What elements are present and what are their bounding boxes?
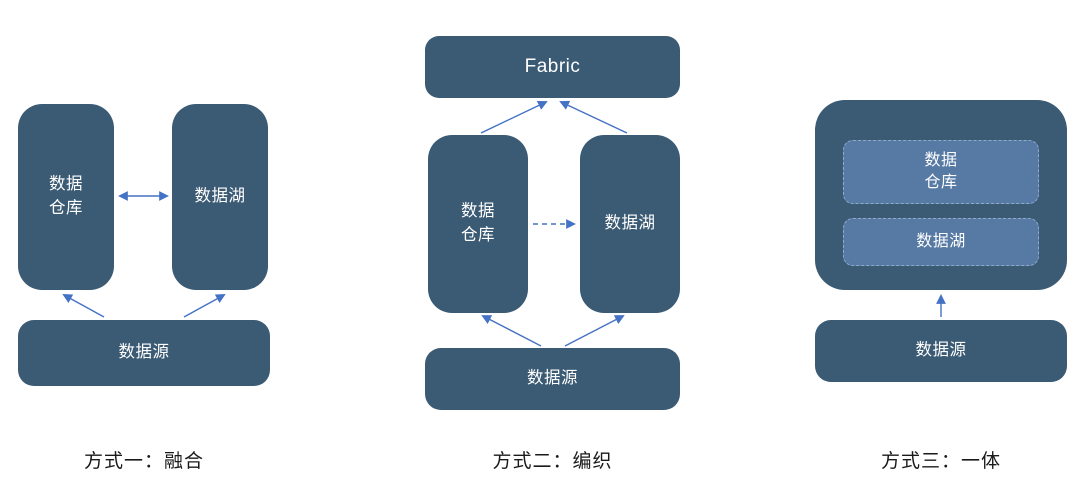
m2-source-box: 数据源 <box>425 348 680 410</box>
m2-source-to-warehouse-arrow <box>481 315 542 347</box>
m1-source-to-lake-arrow <box>183 294 226 318</box>
m1-warehouse-label-line2: 仓库 <box>49 199 83 217</box>
m2-caption: 方式二：编织 <box>492 451 613 472</box>
m1-lake-box: 数据湖 <box>172 104 268 290</box>
m2-fabric-box: Fabric <box>425 36 680 98</box>
m2-source-label: 数据源 <box>527 369 578 388</box>
m2-warehouse-label-line1: 数据 <box>461 202 495 221</box>
m2-lake-label: 数据湖 <box>604 214 656 233</box>
m3-warehouse-box: 数据 仓库 <box>843 140 1039 204</box>
m3-source-label: 数据源 <box>915 341 967 360</box>
m3-platform-box: 数据 仓库 数据湖 <box>815 100 1067 290</box>
m1-source-to-warehouse-arrow <box>62 294 105 318</box>
m2-lake-to-fabric-arrow <box>559 100 628 134</box>
m3-warehouse-label-line1: 数据 <box>924 151 958 169</box>
m3-lake-label: 数据湖 <box>916 232 966 250</box>
m3-warehouse-label-line2: 仓库 <box>924 174 958 191</box>
m2-warehouse-box: 数据 仓库 <box>428 135 528 313</box>
m2-warehouse-to-fabric-arrow <box>480 100 548 134</box>
m3-lake-box: 数据湖 <box>843 218 1039 266</box>
m1-warehouse-label-line1: 数据 <box>49 175 83 194</box>
m2-lake-box: 数据湖 <box>580 135 680 313</box>
m1-source-box: 数据源 <box>18 320 270 386</box>
m1-warehouse-box: 数据 仓库 <box>18 104 114 290</box>
m1-source-label: 数据源 <box>118 343 170 362</box>
m3-caption: 方式三：一体 <box>880 451 1001 472</box>
m2-warehouse-label-line2: 仓库 <box>461 226 495 244</box>
m1-lake-label: 数据湖 <box>194 187 246 206</box>
m2-source-to-lake-arrow <box>564 315 625 347</box>
m2-fabric-label: Fabric <box>524 56 581 78</box>
m1-caption: 方式一：融合 <box>83 451 204 472</box>
m3-source-box: 数据源 <box>815 320 1067 382</box>
